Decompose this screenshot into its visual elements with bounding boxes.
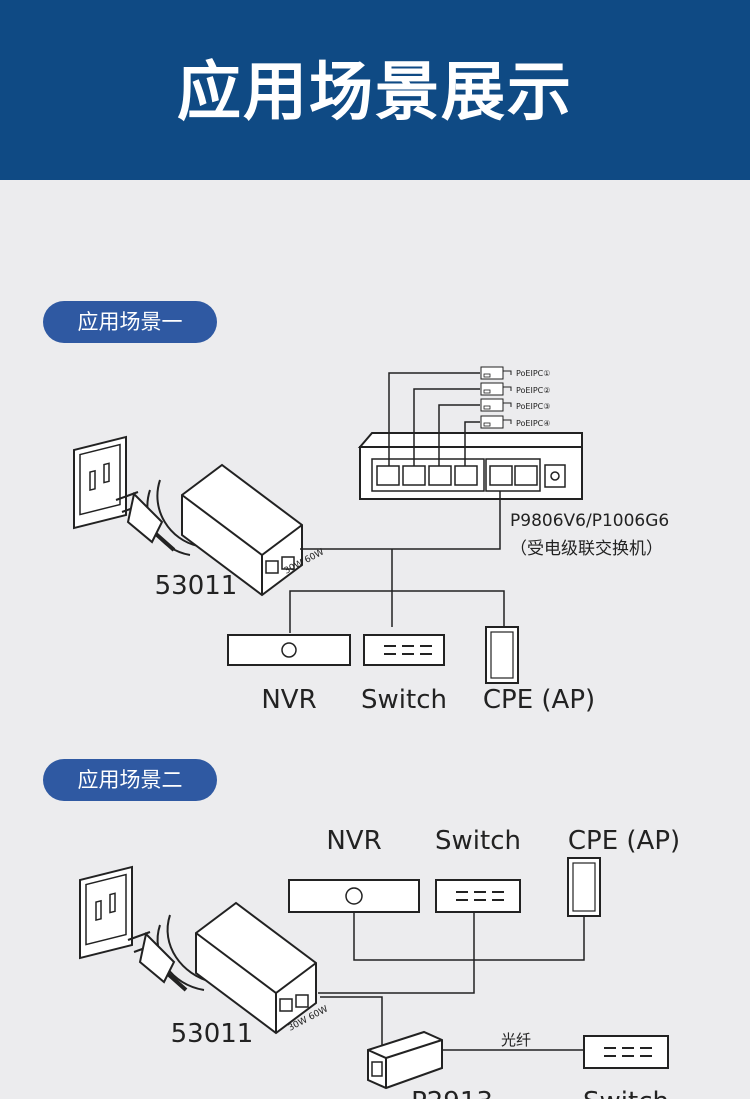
- switch-device-2: [435, 879, 521, 913]
- ipc-label-4: PoEIPC④: [516, 419, 550, 428]
- nvr-label-2: NVR: [326, 826, 381, 856]
- wall-socket-2: [79, 866, 133, 959]
- ipc-label-1: PoEIPC①: [516, 369, 550, 378]
- scene-2-diagram: NVR Switch CPE (AP) 53011 30W 60W: [79, 826, 680, 1099]
- switch-model-label: P9806V6/P1006G6: [510, 511, 669, 531]
- fiber-label: 光纤: [501, 1031, 531, 1049]
- cpe-label-2: CPE (AP): [568, 826, 680, 856]
- remote-switch-label: Switch: [583, 1087, 669, 1099]
- nvr-label-1: NVR: [261, 685, 316, 715]
- remote-switch-device: [583, 1035, 669, 1069]
- switch-device-1: [363, 634, 445, 666]
- switch-label-1: Switch: [361, 685, 447, 715]
- switch-label-2: Switch: [435, 826, 521, 856]
- injector-model-2: 53011: [171, 1019, 254, 1049]
- ipc-camera-4: [480, 415, 512, 429]
- scene-2-label: 应用场景二: [43, 759, 217, 801]
- ipc-camera-1: [480, 366, 512, 380]
- scene-1-diagram: 53011 30W 60W: [73, 366, 669, 715]
- nvr-device-2: [288, 879, 420, 913]
- ipc-label-2: PoEIPC②: [516, 386, 550, 395]
- cpe-label-1: CPE (AP): [483, 685, 595, 715]
- converter-model-label: P2913: [411, 1087, 493, 1099]
- ipc-camera-2: [480, 382, 512, 396]
- ipc-label-3: PoEIPC③: [516, 402, 550, 411]
- header-banner: 应用场景展示: [0, 0, 750, 180]
- nvr-device-1: [227, 634, 351, 666]
- cascade-switch: [357, 432, 583, 500]
- cpe-device-2: [567, 857, 601, 917]
- ipc-camera-3: [480, 398, 512, 412]
- scene-1-label: 应用场景一: [43, 301, 217, 343]
- poe-injector-2: [195, 902, 317, 1034]
- switch-desc-label: （受电级联交换机）: [510, 539, 663, 559]
- injector-model-1: 53011: [155, 571, 238, 601]
- wall-socket-1: [73, 436, 127, 529]
- media-converter: [367, 1030, 443, 1090]
- page-title: 应用场景展示: [177, 56, 573, 130]
- cpe-device-1: [485, 626, 519, 684]
